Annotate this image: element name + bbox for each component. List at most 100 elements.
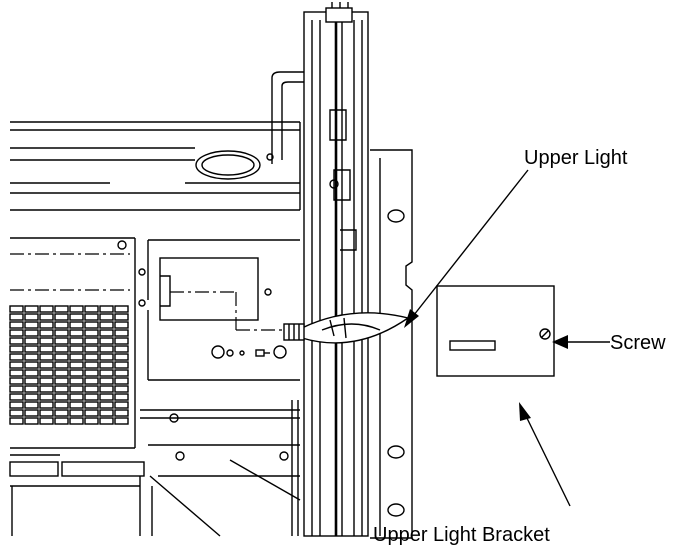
- grille-cell: [39, 401, 54, 409]
- grille-cell: [84, 385, 99, 393]
- grille-cell: [9, 401, 24, 409]
- grille-cell: [99, 329, 114, 337]
- grille-cell: [9, 337, 24, 345]
- grille-cell: [24, 369, 39, 377]
- inner-cabinet: [10, 237, 300, 449]
- grille-cell: [114, 353, 129, 361]
- grille-cell: [54, 345, 69, 353]
- control-knobs: [211, 345, 287, 359]
- grille-cell: [54, 393, 69, 401]
- grille-cell: [69, 313, 84, 321]
- grille-cell: [99, 345, 114, 353]
- grille-cell: [24, 329, 39, 337]
- grille-cell: [9, 361, 24, 369]
- vent-grille: [9, 305, 129, 425]
- grille-cell: [99, 305, 114, 313]
- grille-cell: [69, 305, 84, 313]
- grille-cell: [114, 409, 129, 417]
- grille-cell: [39, 345, 54, 353]
- grille-cell: [84, 393, 99, 401]
- grille-cell: [84, 401, 99, 409]
- upper-light-bulb: [283, 312, 410, 344]
- grille-cell: [84, 369, 99, 377]
- grille-cell: [69, 337, 84, 345]
- grille-cell: [54, 305, 69, 313]
- grille-cell: [9, 305, 24, 313]
- grille-cell: [84, 337, 99, 345]
- grille-cell: [99, 369, 114, 377]
- grille-cell: [39, 377, 54, 385]
- grille-cell: [54, 417, 69, 425]
- grille-cell: [69, 393, 84, 401]
- screw-icon: [539, 328, 551, 340]
- grille-cell: [99, 321, 114, 329]
- grille-cell: [24, 353, 39, 361]
- grille-cell: [24, 313, 39, 321]
- grille-cell: [114, 321, 129, 329]
- grille-cell: [114, 401, 129, 409]
- grille-cell: [24, 393, 39, 401]
- grille-cell: [9, 377, 24, 385]
- grille-cell: [39, 409, 54, 417]
- grille-cell: [39, 361, 54, 369]
- grille-cell: [84, 353, 99, 361]
- upper-light-arrowhead: [404, 309, 419, 328]
- grille-cell: [39, 329, 54, 337]
- grille-cell: [99, 337, 114, 345]
- grille-cell: [69, 361, 84, 369]
- grille-cell: [24, 377, 39, 385]
- grille-cell: [84, 345, 99, 353]
- bracket-arrowhead: [519, 402, 531, 421]
- grille-cell: [69, 385, 84, 393]
- grille-cell: [84, 361, 99, 369]
- grille-cell: [9, 417, 24, 425]
- grille-cell: [54, 369, 69, 377]
- grille-cell: [99, 417, 114, 425]
- grille-cell: [39, 305, 54, 313]
- grille-cell: [39, 337, 54, 345]
- grille-cell: [84, 305, 99, 313]
- grille-cell: [114, 345, 129, 353]
- grille-cell: [24, 337, 39, 345]
- grille-cell: [39, 393, 54, 401]
- housing-top-panel: [10, 121, 301, 211]
- grille-cell: [54, 329, 69, 337]
- grille-cell: [9, 353, 24, 361]
- grille-cell: [9, 385, 24, 393]
- grille-cell: [69, 345, 84, 353]
- screw-arrowhead: [552, 335, 568, 349]
- grille-cell: [69, 377, 84, 385]
- grille-cell: [9, 369, 24, 377]
- grille-cell: [114, 393, 129, 401]
- grille-cell: [39, 313, 54, 321]
- grille-cell: [99, 377, 114, 385]
- grille-cell: [99, 361, 114, 369]
- grille-cell: [54, 321, 69, 329]
- grille-cell: [99, 409, 114, 417]
- lower-housing: [9, 400, 301, 537]
- grille-cell: [54, 313, 69, 321]
- grille-cell: [54, 361, 69, 369]
- grille-cell: [24, 321, 39, 329]
- grille-cell: [114, 313, 129, 321]
- side-frame-plate: [370, 149, 413, 539]
- grille-cell: [54, 409, 69, 417]
- grille-cell: [39, 321, 54, 329]
- grille-cell: [39, 417, 54, 425]
- leader-lines: [404, 169, 610, 507]
- grille-cell: [114, 337, 129, 345]
- grille-cell: [39, 385, 54, 393]
- grille-cell: [84, 409, 99, 417]
- grille-cell: [99, 393, 114, 401]
- grille-cell: [9, 321, 24, 329]
- grille-cell: [39, 353, 54, 361]
- grille-cell: [69, 417, 84, 425]
- grille-cell: [24, 385, 39, 393]
- grille-cell: [114, 377, 129, 385]
- grille-cell: [84, 313, 99, 321]
- upper-light-bracket-plate: [436, 285, 555, 377]
- grille-cell: [84, 377, 99, 385]
- grille-cell: [39, 369, 54, 377]
- vertical-rail: [303, 2, 369, 537]
